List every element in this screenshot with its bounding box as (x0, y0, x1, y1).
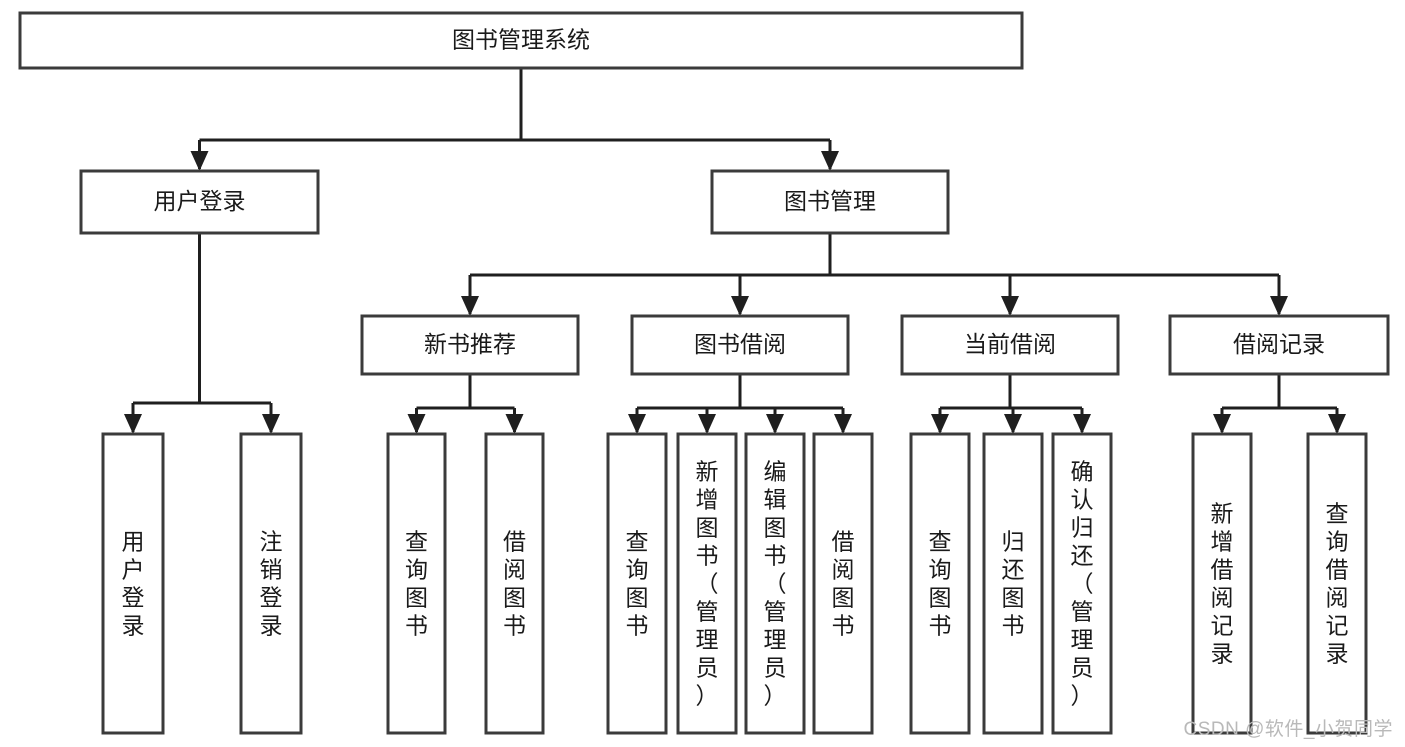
bookmanage-to-level3-arrow-2 (1001, 296, 1019, 316)
bookmanage-to-level3-arrow-1 (731, 296, 749, 316)
book-borrow-to-leaves-arrow-2 (766, 414, 784, 434)
borrow-record-to-leaves-arrow-0 (1213, 414, 1231, 434)
node-leaf-borrow-book-1-box[interactable] (484, 432, 545, 735)
current-borrow-to-leaves-arrow-0 (931, 414, 949, 434)
node-book-manage[interactable]: 图书管理 (710, 169, 950, 235)
node-leaf-add-record-label: 新增借阅记录 (1211, 501, 1234, 667)
node-new-book-rec-label: 新书推荐 (424, 331, 516, 357)
bookmanage-to-level3-arrow-3 (1270, 296, 1288, 316)
node-leaf-edit-book-label: 编辑图书（管理员） (764, 459, 787, 709)
node-leaf-query-book-2-box[interactable] (606, 432, 668, 735)
node-book-borrow-label: 图书借阅 (694, 331, 786, 357)
connector-layer (124, 68, 1346, 434)
node-leaf-logout-box[interactable] (239, 432, 303, 735)
node-book-borrow[interactable]: 图书借阅 (630, 314, 850, 376)
node-leaf-query-book-1-label: 查询图书 (405, 529, 428, 639)
node-leaf-confirm-return-box[interactable] (1051, 432, 1113, 735)
node-leaf-add-record-box[interactable] (1191, 432, 1253, 735)
node-current-borrow[interactable]: 当前借阅 (900, 314, 1120, 376)
new-book-rec-to-leaves-arrow-1 (505, 414, 524, 434)
node-user-login[interactable]: 用户登录 (79, 169, 320, 235)
node-current-borrow-label: 当前借阅 (964, 331, 1056, 357)
node-leaf-user-login-label: 用户登录 (122, 529, 145, 639)
node-new-book-rec-box[interactable] (360, 314, 580, 376)
node-leaf-query-book-2-label: 查询图书 (626, 529, 649, 639)
node-leaf-borrow-book-1-label: 借阅图书 (503, 529, 526, 639)
root-to-level2-arrow-0 (190, 151, 209, 171)
node-book-manage-label: 图书管理 (784, 188, 876, 214)
node-leaf-borrow-book-2-box[interactable] (812, 432, 874, 735)
node-leaf-borrow-book-2[interactable]: 借阅图书 (812, 432, 874, 735)
node-user-login-box[interactable] (79, 169, 320, 235)
node-borrow-record[interactable]: 借阅记录 (1168, 314, 1390, 376)
node-leaf-add-record[interactable]: 新增借阅记录 (1191, 432, 1253, 735)
node-leaf-confirm-return[interactable]: 确认归还（管理员） (1051, 432, 1113, 735)
node-leaf-query-book-3[interactable]: 查询图书 (909, 432, 971, 735)
node-leaf-query-book-1[interactable]: 查询图书 (386, 432, 447, 735)
node-leaf-edit-book-box[interactable] (744, 432, 806, 735)
node-leaf-query-book-2[interactable]: 查询图书 (606, 432, 668, 735)
node-user-login-label: 用户登录 (154, 188, 246, 214)
root-to-level2-arrow-1 (821, 151, 839, 171)
node-leaf-query-record-label: 查询借阅记录 (1326, 501, 1349, 667)
node-new-book-rec[interactable]: 新书推荐 (360, 314, 580, 376)
bookmanage-to-level3-arrow-0 (461, 296, 479, 316)
borrow-record-to-leaves-arrow-1 (1328, 414, 1346, 434)
node-leaf-confirm-return-label: 确认归还（管理员） (1071, 459, 1094, 709)
node-leaf-logout[interactable]: 注销登录 (239, 432, 303, 735)
node-leaf-query-book-1-box[interactable] (386, 432, 447, 735)
node-root-box[interactable] (18, 11, 1024, 70)
node-leaf-query-record[interactable]: 查询借阅记录 (1306, 432, 1368, 735)
userlogin-to-leaves-arrow-1 (262, 414, 280, 434)
node-leaf-borrow-book-1[interactable]: 借阅图书 (484, 432, 545, 735)
watermark-text: CSDN @软件_小贺同学 (1183, 719, 1393, 740)
node-leaf-return-book-box[interactable] (982, 432, 1044, 735)
book-borrow-to-leaves-arrow-3 (834, 414, 852, 434)
node-leaf-query-book-3-label: 查询图书 (929, 529, 952, 639)
node-root-label: 图书管理系统 (452, 27, 590, 53)
node-leaf-add-book[interactable]: 新增图书（管理员） (676, 432, 738, 735)
node-leaf-user-login-box[interactable] (101, 432, 165, 735)
current-borrow-to-leaves-arrow-2 (1073, 414, 1091, 434)
node-layer: 图书管理系统用户登录图书管理新书推荐图书借阅当前借阅借阅记录用户登录注销登录查询… (18, 11, 1390, 735)
current-borrow-to-leaves-arrow-1 (1004, 414, 1022, 434)
node-book-borrow-box[interactable] (630, 314, 850, 376)
userlogin-to-leaves-arrow-0 (124, 414, 142, 434)
book-borrow-to-leaves-arrow-1 (698, 414, 716, 434)
node-leaf-query-record-box[interactable] (1306, 432, 1368, 735)
node-leaf-edit-book[interactable]: 编辑图书（管理员） (744, 432, 806, 735)
node-leaf-logout-label: 注销登录 (260, 529, 283, 639)
node-book-manage-box[interactable] (710, 169, 950, 235)
new-book-rec-to-leaves-arrow-0 (407, 414, 426, 434)
node-leaf-borrow-book-2-label: 借阅图书 (832, 529, 855, 639)
node-root[interactable]: 图书管理系统 (18, 11, 1024, 70)
node-borrow-record-box[interactable] (1168, 314, 1390, 376)
node-leaf-query-book-3-box[interactable] (909, 432, 971, 735)
node-leaf-add-book-box[interactable] (676, 432, 738, 735)
node-leaf-return-book[interactable]: 归还图书 (982, 432, 1044, 735)
node-current-borrow-box[interactable] (900, 314, 1120, 376)
node-leaf-return-book-label: 归还图书 (1002, 529, 1025, 639)
node-borrow-record-label: 借阅记录 (1233, 331, 1325, 357)
book-borrow-to-leaves-arrow-0 (628, 414, 646, 434)
node-leaf-add-book-label: 新增图书（管理员） (696, 459, 719, 709)
node-leaf-user-login[interactable]: 用户登录 (101, 432, 165, 735)
